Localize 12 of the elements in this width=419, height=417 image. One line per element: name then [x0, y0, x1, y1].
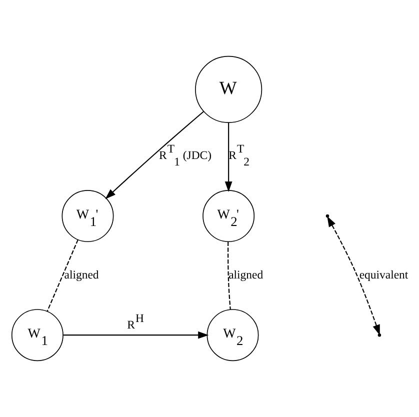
edge-label: equivalent [359, 268, 408, 282]
edge-label: aligned [64, 268, 99, 282]
node-circle: W [195, 56, 262, 123]
arrow [224, 122, 232, 192]
edge-label: aligned [228, 268, 264, 282]
connector [46, 240, 78, 312]
connector [228, 242, 231, 310]
node-point [378, 333, 382, 337]
arrow [105, 111, 204, 200]
arrow [327, 216, 380, 336]
node-point [326, 214, 330, 218]
arrow [63, 331, 209, 339]
